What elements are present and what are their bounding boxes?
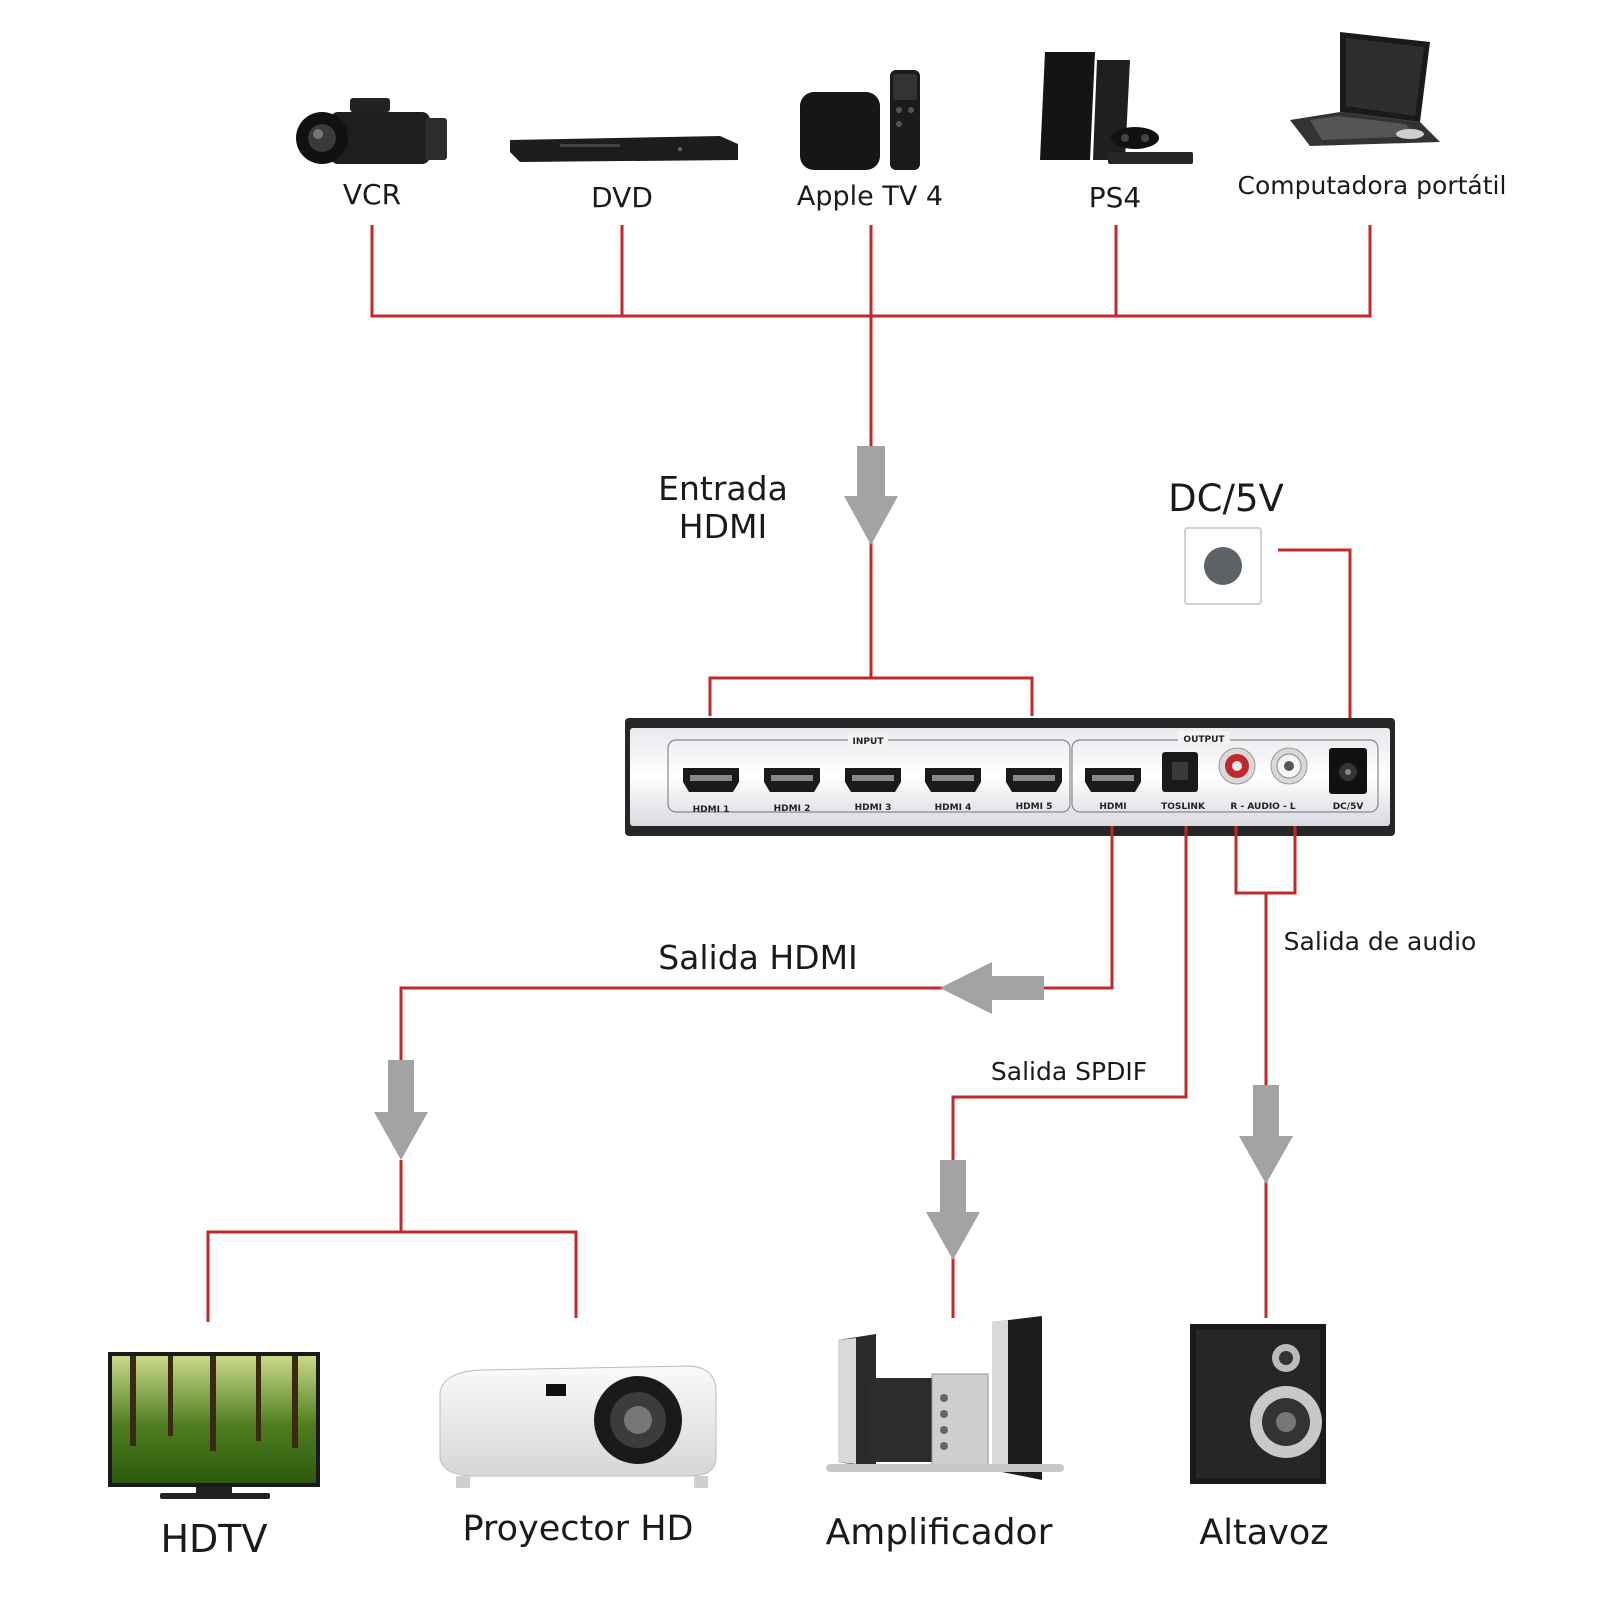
laptop-icon xyxy=(1290,32,1440,146)
audio-arrow-down xyxy=(1239,1085,1293,1184)
panel-output-group-label: OUTPUT xyxy=(1183,735,1225,745)
rca-left-port-icon xyxy=(1270,747,1308,785)
hdmi-input-label: Entrada xyxy=(658,469,788,508)
hdmi-input-label-line2: HDMI xyxy=(679,507,767,546)
hdmi-port-icon xyxy=(925,768,981,792)
hdmi-output-arrow-left xyxy=(940,962,1044,1014)
camcorder-icon xyxy=(296,98,447,164)
port-label-hdmi-3: HDMI 3 xyxy=(855,803,892,813)
rca-right-port-icon xyxy=(1218,747,1256,785)
port-label-hdmi-5: HDMI 5 xyxy=(1016,802,1053,812)
output-label-projector: Proyector HD xyxy=(463,1509,694,1549)
hdmi-output-port-icon xyxy=(1085,768,1141,792)
input-arrow-down xyxy=(844,446,898,545)
toslink-port-icon xyxy=(1162,752,1198,792)
hdmi-branch-arrow-down xyxy=(374,1060,428,1160)
source-label-ps4: PS4 xyxy=(1089,181,1141,214)
spdif-arrow-down xyxy=(926,1160,980,1260)
hdmi-port-icon xyxy=(683,768,739,792)
source-label-apple-tv: Apple TV 4 xyxy=(797,181,943,212)
tv-icon xyxy=(108,1352,320,1499)
power-plug-icon xyxy=(1204,547,1242,585)
panel-input-group-label: INPUT xyxy=(853,737,885,747)
port-label-audio: R - AUDIO - L xyxy=(1230,802,1295,812)
projector-icon xyxy=(439,1365,717,1488)
port-label-hdmi-4: HDMI 4 xyxy=(935,803,972,813)
port-label-toslink: TOSLINK xyxy=(1161,802,1206,812)
hdmi-output-label: Salida HDMI xyxy=(658,938,858,977)
ps4-console-icon xyxy=(1040,52,1193,164)
hdmi-port-icon xyxy=(845,768,901,792)
amplifier-icon xyxy=(826,1316,1064,1480)
output-label-amplifier: Amplificador xyxy=(826,1512,1053,1553)
source-label-dvd: DVD xyxy=(591,181,653,214)
bluray-player-icon xyxy=(510,136,738,162)
audio-output-label: Salida de audio xyxy=(1284,927,1477,956)
port-label-hdmi-2: HDMI 2 xyxy=(774,804,811,814)
power-wire xyxy=(1278,548,1352,748)
hdmi-port-icon xyxy=(764,768,820,792)
dc-jack-icon xyxy=(1329,748,1367,794)
hdmi-port-icon xyxy=(1006,768,1062,792)
speaker-icon xyxy=(1190,1324,1326,1484)
output-wires xyxy=(206,826,1297,1322)
source-label-laptop: Computadora portátil xyxy=(1238,171,1507,200)
input-wires xyxy=(370,225,1372,716)
port-label-hdmi-1: HDMI 1 xyxy=(693,805,730,815)
port-label-hdmi-out: HDMI xyxy=(1099,802,1126,812)
spdif-output-label: Salida SPDIF xyxy=(991,1057,1147,1086)
power-label: DC/5V xyxy=(1168,477,1284,520)
source-label-vcr: VCR xyxy=(343,178,401,211)
apple-tv-icon xyxy=(800,70,920,170)
output-label-speaker: Altavoz xyxy=(1199,1513,1328,1553)
output-label-hdtv: HDTV xyxy=(160,1517,267,1561)
port-label-dc: DC/5V xyxy=(1333,802,1364,812)
